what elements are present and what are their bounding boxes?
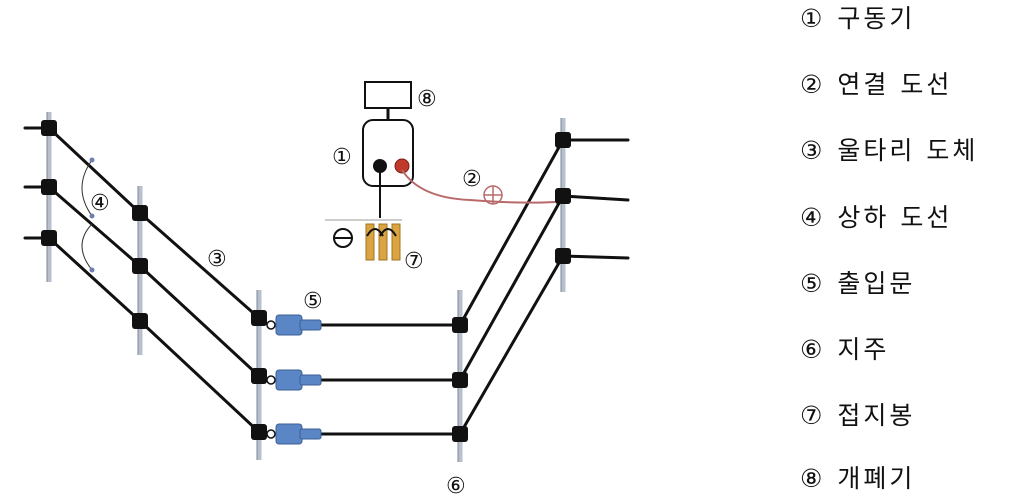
legend-item-switch: ⑧ 개폐기 bbox=[800, 462, 915, 496]
legend-item-ground-rod: ⑦ 접지봉 bbox=[800, 399, 915, 433]
legend-text: 접지봉 bbox=[837, 401, 916, 430]
legend-text: 울타리 도체 bbox=[837, 136, 979, 165]
insulator bbox=[251, 368, 267, 384]
callout-fence-wire: ③ bbox=[207, 247, 227, 272]
legend-item-post: ⑥ 지주 bbox=[800, 333, 889, 367]
fence-wire bbox=[138, 264, 261, 378]
ground-symbol bbox=[333, 228, 353, 248]
callout-gate: ⑤ bbox=[303, 289, 323, 314]
lead-wire bbox=[401, 169, 556, 204]
insulator bbox=[41, 179, 57, 195]
ground-terminal bbox=[373, 159, 387, 173]
fence-wires bbox=[23, 126, 630, 436]
legend-item-energizer: ① 구동기 bbox=[800, 2, 915, 36]
legend-item-jumper-wire: ④ 상하 도선 bbox=[800, 201, 952, 235]
callout-energizer: ① bbox=[332, 145, 352, 170]
callout-post: ⑥ bbox=[446, 474, 466, 499]
insulator bbox=[132, 313, 148, 329]
legend-text: 상하 도선 bbox=[837, 203, 953, 232]
legend-text: 연결 도선 bbox=[837, 70, 953, 99]
legend-text: 구동기 bbox=[837, 4, 916, 33]
insulator bbox=[41, 120, 57, 136]
gate-handles bbox=[266, 314, 322, 445]
legend-text: 지주 bbox=[837, 335, 890, 364]
legend-item-fence-wire: ③ 울타리 도체 bbox=[800, 134, 978, 168]
legend-item-gate: ⑤ 출입문 bbox=[800, 267, 915, 301]
insulator bbox=[41, 230, 57, 246]
legend-mark: ⑧ bbox=[800, 464, 826, 493]
gate-handle bbox=[266, 369, 322, 391]
fence-wire bbox=[47, 126, 142, 215]
callout-ground-rod: ⑦ bbox=[404, 249, 424, 274]
gate-handle bbox=[266, 314, 322, 336]
fence-wire bbox=[458, 194, 565, 382]
gate-handle bbox=[266, 423, 322, 445]
legend-mark: ⑥ bbox=[800, 335, 826, 364]
legend-mark: ⑦ bbox=[800, 401, 826, 430]
fence-wire bbox=[138, 211, 261, 320]
jumper-wires bbox=[81, 157, 95, 273]
fence-wire bbox=[47, 185, 142, 268]
legend-mark: ③ bbox=[800, 136, 826, 165]
callout-switch: ⑧ bbox=[417, 87, 437, 112]
insulator bbox=[251, 310, 267, 326]
insulator bbox=[132, 258, 148, 274]
fence-wire bbox=[458, 254, 565, 436]
legend-mark: ① bbox=[800, 4, 826, 33]
fence-wire bbox=[458, 138, 565, 327]
insulators bbox=[41, 120, 571, 442]
positive-symbol bbox=[483, 185, 503, 205]
callout-jumper-wire: ④ bbox=[90, 191, 110, 216]
legend-mark: ② bbox=[800, 70, 826, 99]
fence-wire bbox=[138, 319, 261, 434]
energizer bbox=[362, 119, 414, 187]
insulator bbox=[132, 205, 148, 221]
legend-text: 개폐기 bbox=[837, 464, 916, 493]
legend-item-lead-wire: ② 연결 도선 bbox=[800, 68, 952, 102]
insulator bbox=[251, 424, 267, 440]
insulator bbox=[452, 317, 468, 333]
insulator bbox=[555, 188, 571, 204]
insulator bbox=[555, 132, 571, 148]
legend-mark: ⑤ bbox=[800, 269, 826, 298]
switch-box bbox=[364, 81, 412, 120]
callouts: ① ② ③ ④ ⑤ ⑥ ⑦ ⑧ bbox=[90, 87, 482, 499]
legend-text: 출입문 bbox=[837, 269, 916, 298]
fence-wire bbox=[561, 254, 630, 260]
fence-terminal bbox=[394, 158, 410, 174]
insulator bbox=[452, 426, 468, 442]
fence-wire bbox=[561, 194, 630, 202]
ground-rod bbox=[325, 172, 402, 261]
insulator bbox=[452, 372, 468, 388]
callout-lead-wire: ② bbox=[462, 167, 482, 192]
insulator bbox=[555, 248, 571, 264]
fence-wire bbox=[47, 236, 142, 323]
legend-mark: ④ bbox=[800, 203, 826, 232]
posts bbox=[46, 112, 566, 462]
